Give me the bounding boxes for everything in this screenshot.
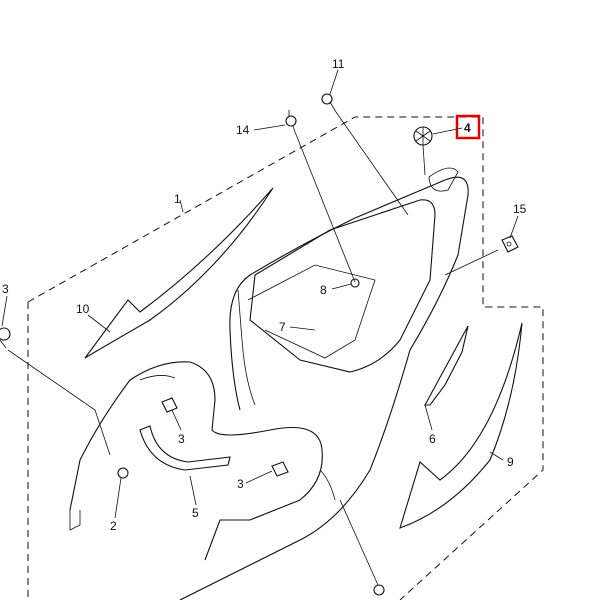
side-panel-part-6 [424,325,469,406]
grommet-part-4 [413,126,433,146]
callout-3-lower: 3 [237,477,244,491]
callout-7: 7 [279,320,286,334]
callout-11: 11 [332,57,345,71]
assembly-boundary [27,116,544,600]
side-panel-part-9 [399,322,523,529]
clip-part-3-left [0,327,11,349]
rivet-part-14 [285,110,297,133]
nut-part-3-lower [271,461,289,477]
callout-3-left: 3 [2,282,9,296]
callout-15: 15 [513,202,527,216]
highlight-box [455,114,481,140]
callout-10: 10 [76,302,90,316]
nut-part-15 [501,235,519,253]
callout-4[interactable]: 4 [464,121,471,135]
bracket-part-5 [139,425,231,471]
screw-part-11 [321,93,337,113]
bolt-part-bottom [373,584,385,596]
leader-lines [1,69,519,586]
callout-5: 5 [192,506,199,520]
tail-cowl-part-1 [69,167,469,600]
callout-2: 2 [110,519,117,533]
callout-9: 9 [507,455,514,469]
callout-3-middle: 3 [178,432,185,446]
side-panel-part-10 [84,187,274,359]
callout-1: 1 [174,192,181,206]
nut-part-3-middle [161,397,178,413]
callout-14: 14 [236,123,250,137]
collar-part-8 [350,278,360,288]
washer-part-2 [117,467,129,479]
callout-8: 8 [320,283,327,297]
callout-6: 6 [429,432,436,446]
